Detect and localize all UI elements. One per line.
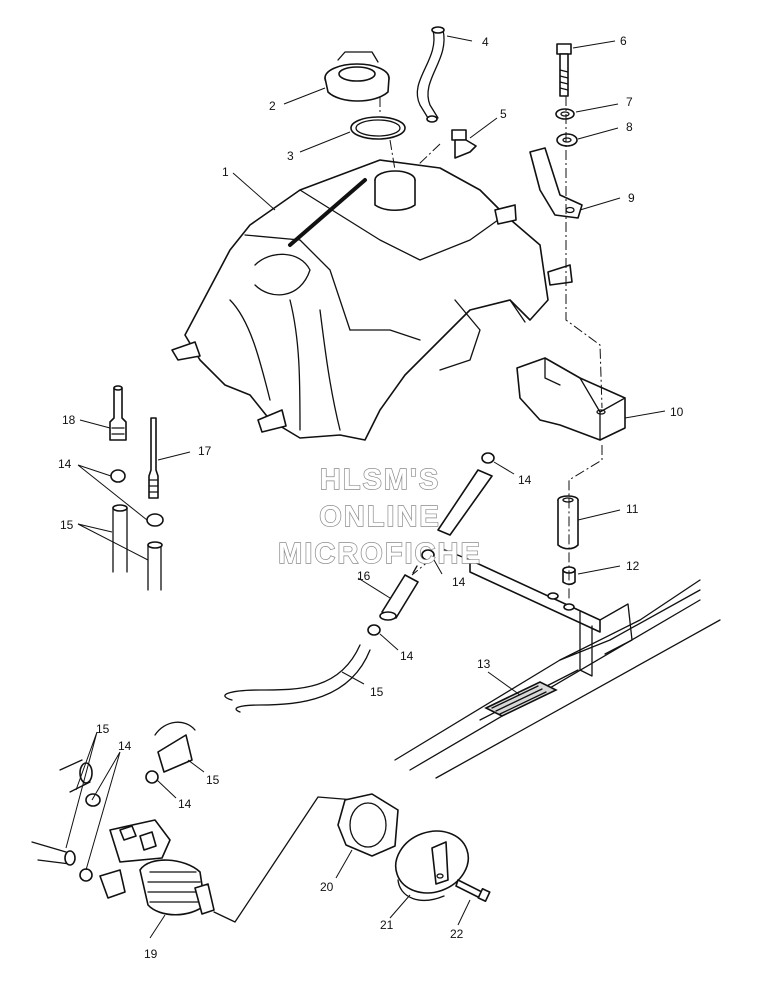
bolt-6 <box>556 43 572 97</box>
callout-8: 8 <box>626 120 633 134</box>
callout-9: 9 <box>628 191 635 205</box>
callout-16: 16 <box>357 569 371 583</box>
decal-13 <box>484 681 558 717</box>
callout-14-f: 14 <box>178 797 192 811</box>
spacer-11 <box>557 495 579 550</box>
callout-14-d: 14 <box>400 649 414 663</box>
callout-15-d: 15 <box>206 773 220 787</box>
access-cover <box>394 830 470 901</box>
callout-4: 4 <box>482 35 489 49</box>
nut-20 <box>337 793 399 857</box>
vent-hose <box>416 26 445 123</box>
washer-7 <box>555 108 575 120</box>
watermark: HLSM'S ONLINE MICROFICHE <box>277 463 482 570</box>
callout-19: 19 <box>144 947 158 961</box>
fuel-hose-center <box>224 644 371 713</box>
callout-18: 18 <box>62 413 76 427</box>
callout-20: 20 <box>320 880 334 894</box>
callout-14-a: 14 <box>58 457 72 471</box>
fuel-filter <box>367 565 419 636</box>
callout-15-b: 15 <box>370 685 384 699</box>
bolt-22 <box>455 879 491 903</box>
callout-14-c: 14 <box>452 575 466 589</box>
callout-13: 13 <box>477 657 491 671</box>
callout-11: 11 <box>626 502 639 516</box>
fuel-tank <box>171 159 573 441</box>
watermark-line-3: MICROFICHE <box>278 538 482 570</box>
callout-1: 1 <box>222 165 229 179</box>
callout-15-a: 15 <box>60 518 74 532</box>
leader-lines <box>65 35 666 939</box>
callout-2: 2 <box>269 99 276 113</box>
washer-8 <box>556 133 578 147</box>
callout-12: 12 <box>626 559 640 573</box>
callout-22: 22 <box>450 927 464 941</box>
watermark-line-1: HLSM'S <box>320 464 440 496</box>
callout-10: 10 <box>670 405 684 419</box>
mount-block <box>516 357 626 441</box>
vent-fitting <box>451 129 477 159</box>
bracket-9 <box>529 147 583 219</box>
callout-15-c: 15 <box>96 722 110 736</box>
o-ring <box>350 116 406 140</box>
left-line-group <box>109 385 164 591</box>
callout-17: 17 <box>198 444 212 458</box>
callout-labels: 1 2 3 4 5 6 7 8 9 10 11 12 13 14 14 14 1… <box>58 34 684 961</box>
callout-7: 7 <box>626 95 633 109</box>
callout-3: 3 <box>287 149 294 163</box>
impulse-line <box>213 796 356 923</box>
fuel-line-center <box>411 452 495 576</box>
callout-6: 6 <box>620 34 627 48</box>
fuel-cap <box>324 51 390 102</box>
callout-14-b: 14 <box>518 473 532 487</box>
watermark-line-2: ONLINE <box>319 501 441 533</box>
frame-rails <box>394 547 721 779</box>
callout-21: 21 <box>380 918 394 932</box>
callout-5: 5 <box>500 107 507 121</box>
callout-14-e: 14 <box>118 739 132 753</box>
